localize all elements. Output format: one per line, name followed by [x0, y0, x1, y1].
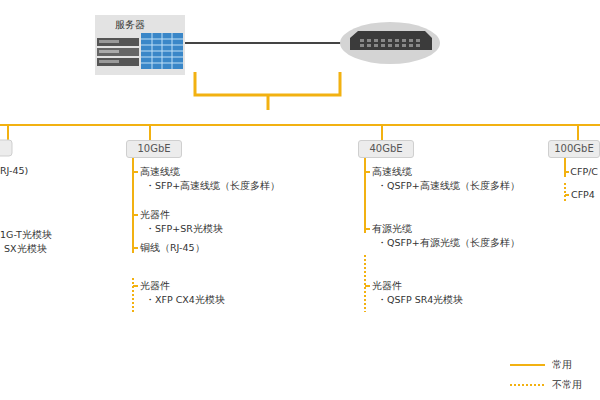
bracket: [195, 72, 340, 110]
item-label: CFP4: [571, 189, 595, 201]
item-label: 光器件: [140, 209, 170, 221]
tree-lines: [0, 125, 600, 312]
item-label: ・QSFP SR4光模块: [377, 294, 463, 306]
item-label: CFP/C: [570, 166, 598, 178]
speed-tab: 40GbE: [358, 140, 414, 158]
server-box: 服务器: [95, 15, 185, 75]
item-label: 高速线缆: [140, 166, 180, 178]
item-label: ・QSFP+高速线缆（长度多样）: [377, 180, 520, 192]
legend-sample: [510, 364, 545, 366]
server-illustration: [97, 33, 183, 69]
switch-illustration: [340, 22, 440, 64]
speed-tab: 100GbE: [548, 140, 600, 158]
item-label: ・XFP CX4光模块: [145, 294, 225, 306]
tab-label: 100GbE: [553, 142, 595, 156]
item-label: 1G-T光模块: [0, 229, 52, 241]
legend-text: 不常用: [552, 379, 582, 391]
node-title: 服务器: [95, 15, 185, 32]
item-label: 有源光缆: [372, 223, 412, 235]
item-label: ・SFP+SR光模块: [145, 223, 223, 235]
tab-label: 10GbE: [131, 142, 177, 156]
item-label: ・SFP+高速线缆（长度多样）: [145, 180, 280, 192]
item-label: SX光模块: [4, 243, 47, 255]
cable: [185, 42, 345, 44]
item-label: 铜线（RJ-45）: [140, 242, 205, 254]
legend-sample: [510, 384, 545, 386]
server-panel: [95, 15, 185, 75]
item-label: ・QSFP+有源光缆（长度多样）: [377, 237, 520, 249]
item-label: 光器件: [140, 280, 170, 292]
speed-tab: 10GbE: [126, 140, 182, 158]
tab-cut: [0, 140, 12, 156]
tab-label: 40GbE: [363, 142, 409, 156]
legend-text: 常用: [552, 359, 572, 371]
item-label: 高速线缆: [372, 166, 412, 178]
item-label: 光器件: [372, 280, 402, 292]
item-label: RJ-45): [0, 165, 28, 177]
